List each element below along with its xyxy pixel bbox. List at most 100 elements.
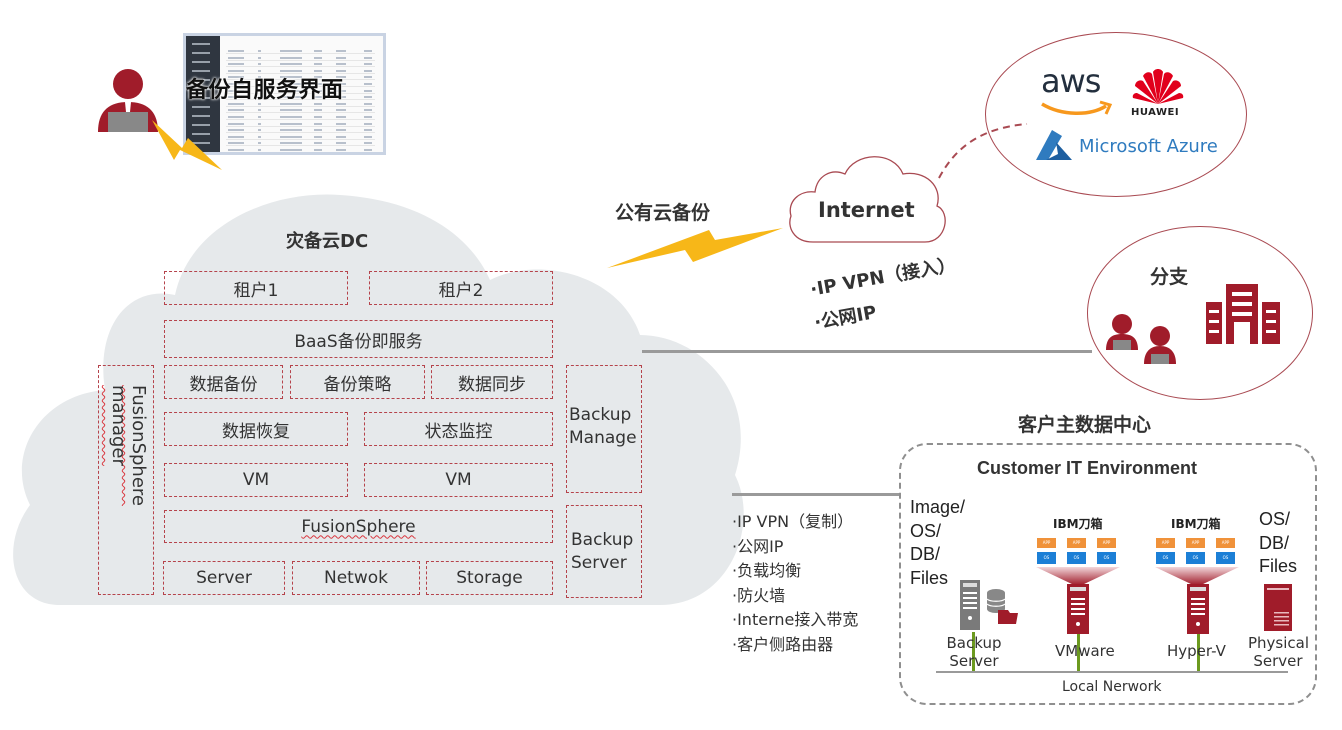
vm-label: VM [445,470,472,490]
vm-box-1: VM [164,463,348,497]
thumb-row [226,105,375,107]
thumb-cell [280,56,302,59]
backup-manage-box: Backup Manage [566,365,642,493]
thumb-cell [314,83,322,85]
thumb-row [226,132,375,134]
storage-box: Storage [426,561,553,595]
thumb-cell [228,142,244,145]
app-block: APP [1186,538,1205,548]
customer-dc-title: 客户主数据中心 [1018,414,1152,436]
thumb-row [226,112,375,114]
data-sync-box: 数据同步 [431,365,553,399]
user-icon [98,69,158,132]
thumb-cell [228,50,244,52]
status-monitor-label: 状态监控 [424,421,493,442]
thumb-cell [280,142,302,145]
thumb-cell [336,142,346,145]
aws-logo: aws [1041,62,1101,100]
thumb-cell [258,149,261,151]
thumb-cell [364,116,372,118]
thumb-cell [280,122,302,125]
thumb-cell [280,109,302,112]
data-backup-label: 数据备份 [189,374,258,395]
thumb-cell [280,76,302,79]
backup-server-dc-label: Backup Server [571,529,634,573]
backup-data-types-label: Image/ OS/ DB/ Files [910,496,965,590]
os-block: OS [1037,552,1056,564]
thumb-cell [228,76,244,79]
thumb-cell [314,109,322,112]
customer-it-environment [899,443,1317,705]
thumb-cell [336,149,346,151]
thumb-cell [364,129,372,132]
thumb-cell [258,142,261,145]
thumb-row [226,86,375,87]
os-block: OS [1067,552,1086,564]
backup-server-dc-box: Backup Server [566,505,642,598]
app-block: APP [1097,538,1116,548]
ibm-blade-label-1: IBM刀箱 [1053,517,1103,531]
os-block: OS [1216,552,1235,564]
thumb-row [226,99,375,101]
thumb-cell [364,56,372,59]
fusionsphere-manager-box: FusionSphere manager [98,365,154,595]
thumb-row [226,152,375,153]
thumb-cell [228,122,244,125]
thumb-row [226,79,375,81]
thumb-cell [228,96,244,99]
internet-label: Internet [818,198,915,222]
status-monitor-box: 状态监控 [364,412,553,446]
local-network-label: Local Nerwork [1062,679,1162,695]
replication-item: ·防火墙 [732,585,786,605]
thumb-cell [280,50,302,52]
data-type-line: DB/ [1259,532,1290,553]
data-type-line: OS/ [910,520,942,541]
thumb-cell [314,142,322,145]
thumb-cell [364,102,372,105]
thumb-cell [336,129,346,132]
thumb-row [226,119,375,120]
fusionsphere-box: FusionSphere [164,510,553,543]
thumb-cell [336,63,346,66]
thumb-cell [314,102,322,105]
thumb-cell [258,102,261,105]
data-type-line: Image/ [910,497,966,517]
tenant-2-label: 租户2 [438,280,484,301]
fusionsphere-manager-label: FusionSphere manager [108,385,149,506]
thumb-cell [228,149,244,151]
thumb-cell [258,109,261,112]
thumb-cell [258,122,261,125]
thumb-cell [228,135,244,138]
thumb-cell [364,89,372,92]
huawei-logo-icon [1132,69,1184,104]
thumb-cell [280,89,302,92]
thumb-cell [336,56,346,59]
thumb-cell [228,129,244,132]
fusionsphere-label: FusionSphere [301,516,416,537]
thumb-cell [336,135,346,138]
thumb-row [226,138,375,140]
thumb-cell [314,89,322,92]
dashed-connector [938,123,1028,179]
branch-access-line-2: ·公网IP [812,302,879,334]
replication-item: ·负载均衡 [732,561,802,580]
backup-policy-box: 备份策略 [290,365,425,399]
hyperv-server-icon [1187,584,1209,634]
thumb-cell [228,69,244,72]
dr-cloud-title: 灾备云DC [286,231,369,252]
self-service-screenshot [183,33,386,155]
public-cloud-backup-label: 公有云备份 [615,202,711,224]
thumb-cell [258,135,261,138]
replication-item: ·公网IP [732,536,784,556]
backup-server-link [972,632,975,672]
lightning-bolt-icon [152,120,222,170]
thumb-cell [364,63,372,66]
data-type-line: DB/ [910,544,941,564]
thumb-cell [280,63,302,66]
thumb-cell [336,109,346,112]
aws-smile-icon [1041,100,1112,115]
replication-item: ·客户侧路由器 [732,634,834,654]
thumb-cell [258,83,261,85]
customer-env-title: Customer IT Environment [977,458,1198,478]
hyperv-label: Hyper-V [1167,642,1226,660]
